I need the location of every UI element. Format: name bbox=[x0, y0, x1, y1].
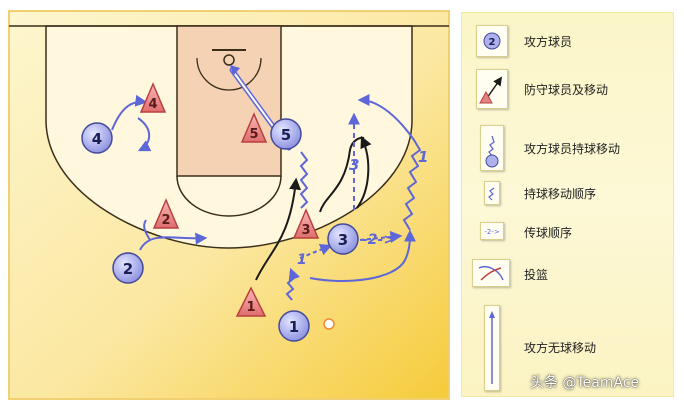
offense-player-3-label: 3 bbox=[338, 231, 348, 249]
o2-cut-arrow bbox=[139, 232, 208, 251]
legend-item-pass-order: -2-> 传球顺序 bbox=[462, 218, 675, 244]
legend-label-shot: 投篮 bbox=[524, 268, 549, 282]
shot-icon bbox=[472, 259, 510, 287]
svg-text:-2->: -2-> bbox=[484, 228, 500, 236]
defender-move-icon bbox=[476, 69, 508, 109]
paint-lane bbox=[176, 25, 282, 177]
legend-label-defender: 防守球员及移动 bbox=[524, 83, 609, 97]
dribble-order-icon bbox=[484, 181, 500, 205]
pass-1-label: 1 bbox=[297, 252, 307, 268]
defender-3: 3 bbox=[292, 208, 320, 239]
d3-move-arrow bbox=[356, 135, 372, 209]
offense-player-5: 5 bbox=[270, 118, 302, 150]
defender-4-label: 4 bbox=[148, 97, 157, 112]
legend-label-off-ball-move: 攻方无球移动 bbox=[524, 341, 597, 355]
legend-label-dribble-order: 持球移动顺序 bbox=[524, 187, 597, 201]
svg-text:2: 2 bbox=[489, 37, 496, 48]
o5-roll-arrowhead bbox=[230, 65, 240, 76]
dribble-1-label: 1 bbox=[418, 148, 428, 166]
offense-player-4: 4 bbox=[81, 122, 113, 154]
offense-player-2: 2 bbox=[112, 252, 144, 284]
offense-player-1-label: 1 bbox=[289, 318, 299, 336]
dribble-3-label: 3 bbox=[349, 156, 359, 174]
legend-item-shot: 投篮 bbox=[462, 257, 675, 289]
basketball-halfcourt-diagram: 1 3 1 -2-> 4 5 2 3 1 4 5 2 3 1 bbox=[8, 10, 450, 400]
offense-player-2-label: 2 bbox=[123, 260, 133, 278]
watermark: 头条 @TeamAce bbox=[530, 375, 640, 391]
o2-cut-hook bbox=[143, 219, 151, 241]
rim bbox=[223, 54, 235, 66]
legend-item-ball-handler: 攻方球员持球移动 bbox=[462, 123, 675, 171]
legend-item-defender: 防守球员及移动 bbox=[462, 67, 675, 109]
legend-item-offense-player: 2 攻方球员 bbox=[462, 23, 675, 57]
defender-5: 5 bbox=[240, 112, 268, 143]
d4-move-arrow bbox=[137, 117, 152, 152]
o1-dribble-path bbox=[285, 267, 300, 301]
legend-panel: 2 攻方球员 防守球员及移动 攻方球员持球移动 持球移动顺序 -2-> 传球顺序… bbox=[461, 12, 674, 397]
d3-move-line bbox=[319, 136, 365, 213]
legend-item-dribble-order: 持球移动顺序 bbox=[462, 179, 675, 205]
legend-label-ball-handler: 攻方球员持球移动 bbox=[524, 142, 621, 156]
off-ball-move-icon bbox=[484, 305, 500, 391]
legend-label-pass-order: 传球顺序 bbox=[524, 226, 573, 240]
pass-order-icon: -2-> bbox=[480, 222, 504, 240]
offense-player-3: 3 bbox=[327, 223, 359, 255]
d1-move-arrow bbox=[255, 177, 302, 281]
defender-3-label: 3 bbox=[301, 223, 310, 238]
legend-item-off-ball-move: 攻方无球移动 bbox=[462, 303, 675, 393]
defender-2: 2 bbox=[152, 198, 180, 229]
offense-player-4-label: 4 bbox=[92, 130, 102, 148]
pass-1-arrow bbox=[299, 243, 333, 259]
o1-cut-arrow bbox=[309, 229, 416, 282]
o1-long-dribble bbox=[357, 94, 422, 231]
pass-2-label: -2-> bbox=[362, 232, 395, 248]
basketball bbox=[323, 318, 335, 330]
defender-1-label: 1 bbox=[246, 300, 255, 315]
offense-player-icon: 2 bbox=[476, 25, 508, 57]
free-throw-circle bbox=[176, 175, 282, 217]
o4-cut-arrow bbox=[111, 94, 148, 131]
restricted-arc bbox=[196, 57, 262, 91]
ball-handler-move-icon bbox=[480, 125, 504, 171]
defender-5-label: 5 bbox=[249, 127, 258, 142]
offense-player-1: 1 bbox=[278, 310, 310, 342]
offense-player-5-label: 5 bbox=[281, 126, 291, 144]
defender-2-label: 2 bbox=[161, 213, 170, 228]
legend-label-offense-player: 攻方球员 bbox=[524, 35, 573, 49]
defender-4: 4 bbox=[139, 82, 167, 113]
defender-1: 1 bbox=[235, 286, 267, 317]
